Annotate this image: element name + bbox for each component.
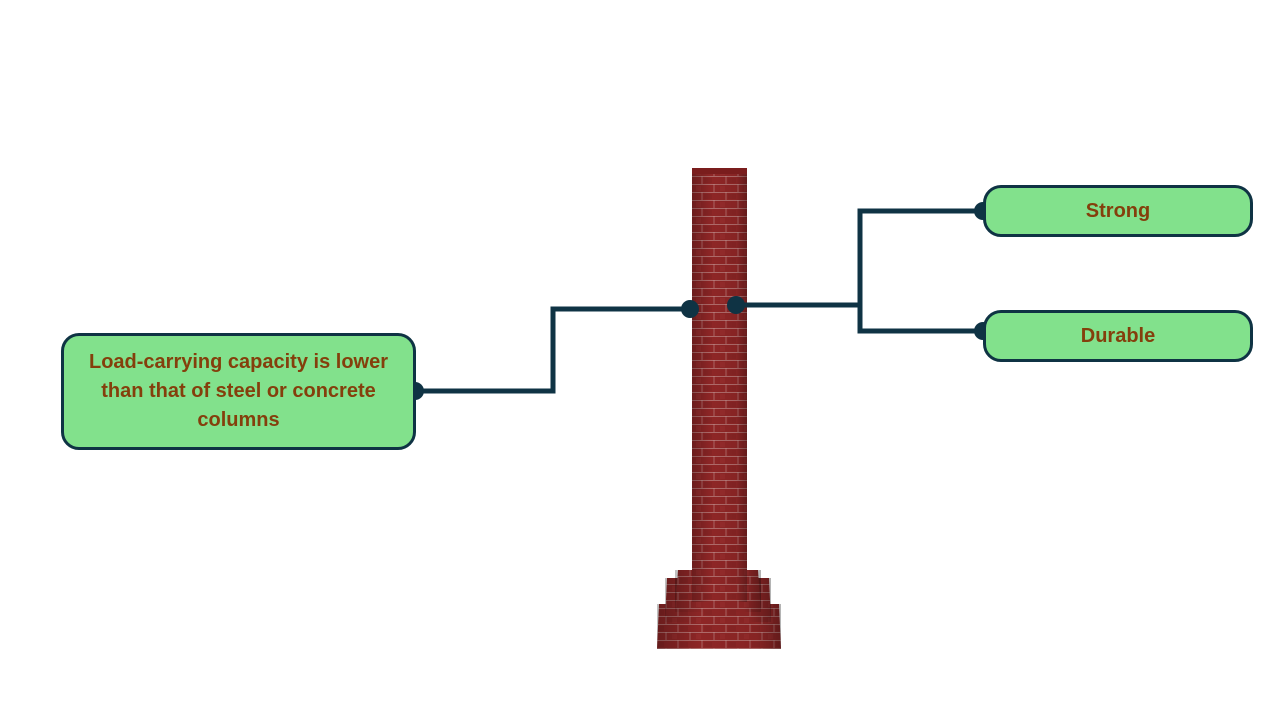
disadvantage-label-box: Load-carrying capacity is lower than tha… [61,333,416,450]
durable-label-text: Durable [1080,324,1156,347]
connector-left [415,306,690,394]
strong-label-text: Strong [1085,199,1151,222]
durable-label-box: Durable [983,310,1253,362]
disadvantage-label-text: Load-carrying capacity is lower than tha… [89,351,388,431]
column-cap [692,168,747,174]
connector-right-durable [857,305,983,334]
dot-column-left [681,300,699,318]
column-shaft-shade [692,168,747,602]
connector-right-strong [736,208,983,308]
dot-column-right [727,296,745,314]
brick-column-illustration [657,168,781,649]
strong-label-box: Strong [983,185,1253,237]
connectors [415,208,983,394]
